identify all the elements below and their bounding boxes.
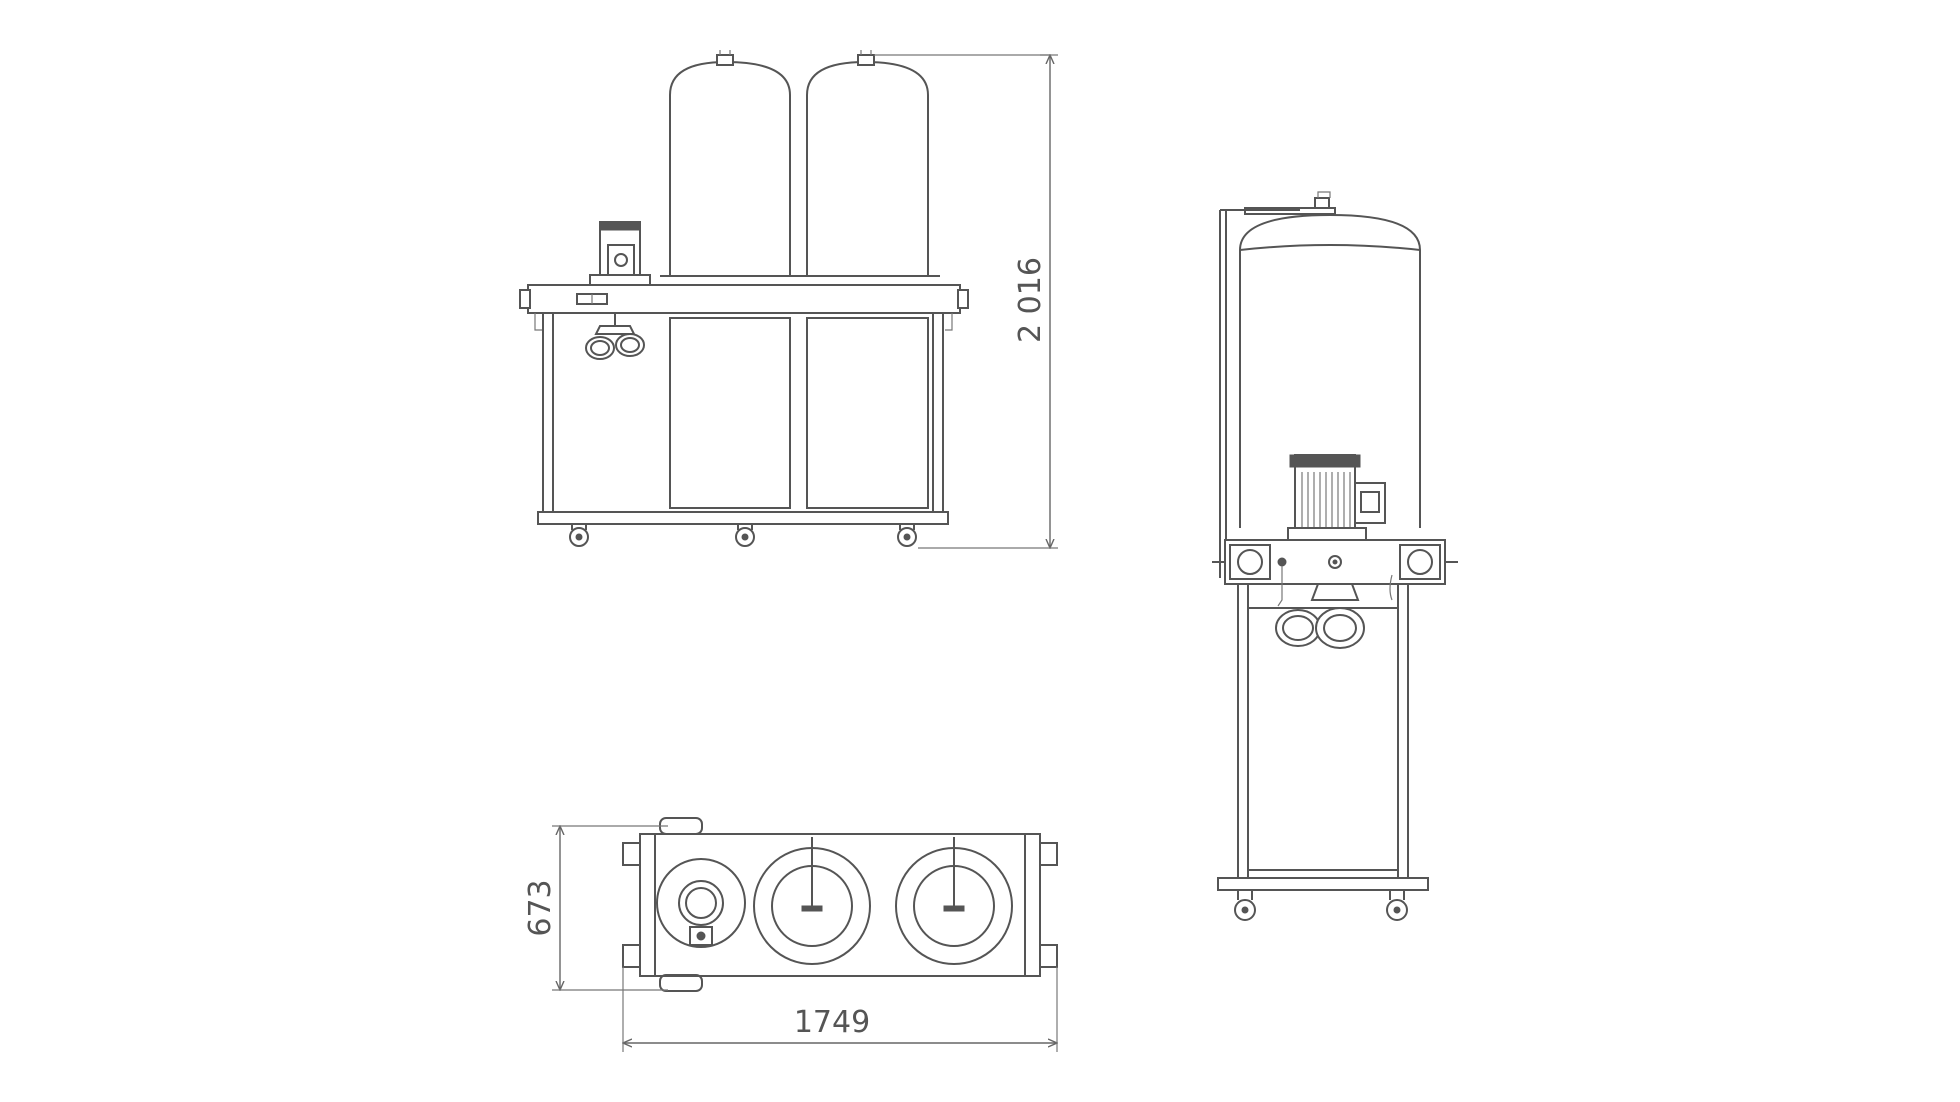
height-label: 2 016 [1013, 257, 1048, 343]
front-inlets [585, 313, 645, 360]
front-frame-beam [519, 284, 969, 331]
side-inlets [1275, 583, 1365, 649]
front-base [537, 511, 949, 525]
side-casters [1234, 890, 1408, 921]
side-frame-beam [1212, 539, 1458, 607]
top-frame [639, 833, 1041, 977]
side-base [1217, 877, 1429, 891]
top-filter-left [753, 837, 871, 965]
front-left-bin [669, 317, 791, 509]
depth-dimension: 673 [523, 826, 668, 990]
top-filter-right [895, 837, 1013, 965]
side-view [1212, 191, 1458, 921]
front-right-tank [806, 50, 1050, 275]
top-motor-housing [656, 858, 746, 948]
side-tank [1239, 191, 1421, 528]
front-left-tank [669, 50, 791, 275]
top-view [622, 817, 1058, 992]
front-motor [589, 221, 651, 286]
front-casters [569, 524, 917, 547]
height-dimension: 2 016 [918, 55, 1058, 548]
width-dimension: 1749 [623, 967, 1057, 1052]
front-right-bin [806, 317, 929, 509]
front-view [519, 50, 1050, 547]
side-motor [1287, 454, 1386, 541]
depth-label: 673 [523, 879, 558, 936]
width-label: 1749 [794, 1005, 870, 1040]
